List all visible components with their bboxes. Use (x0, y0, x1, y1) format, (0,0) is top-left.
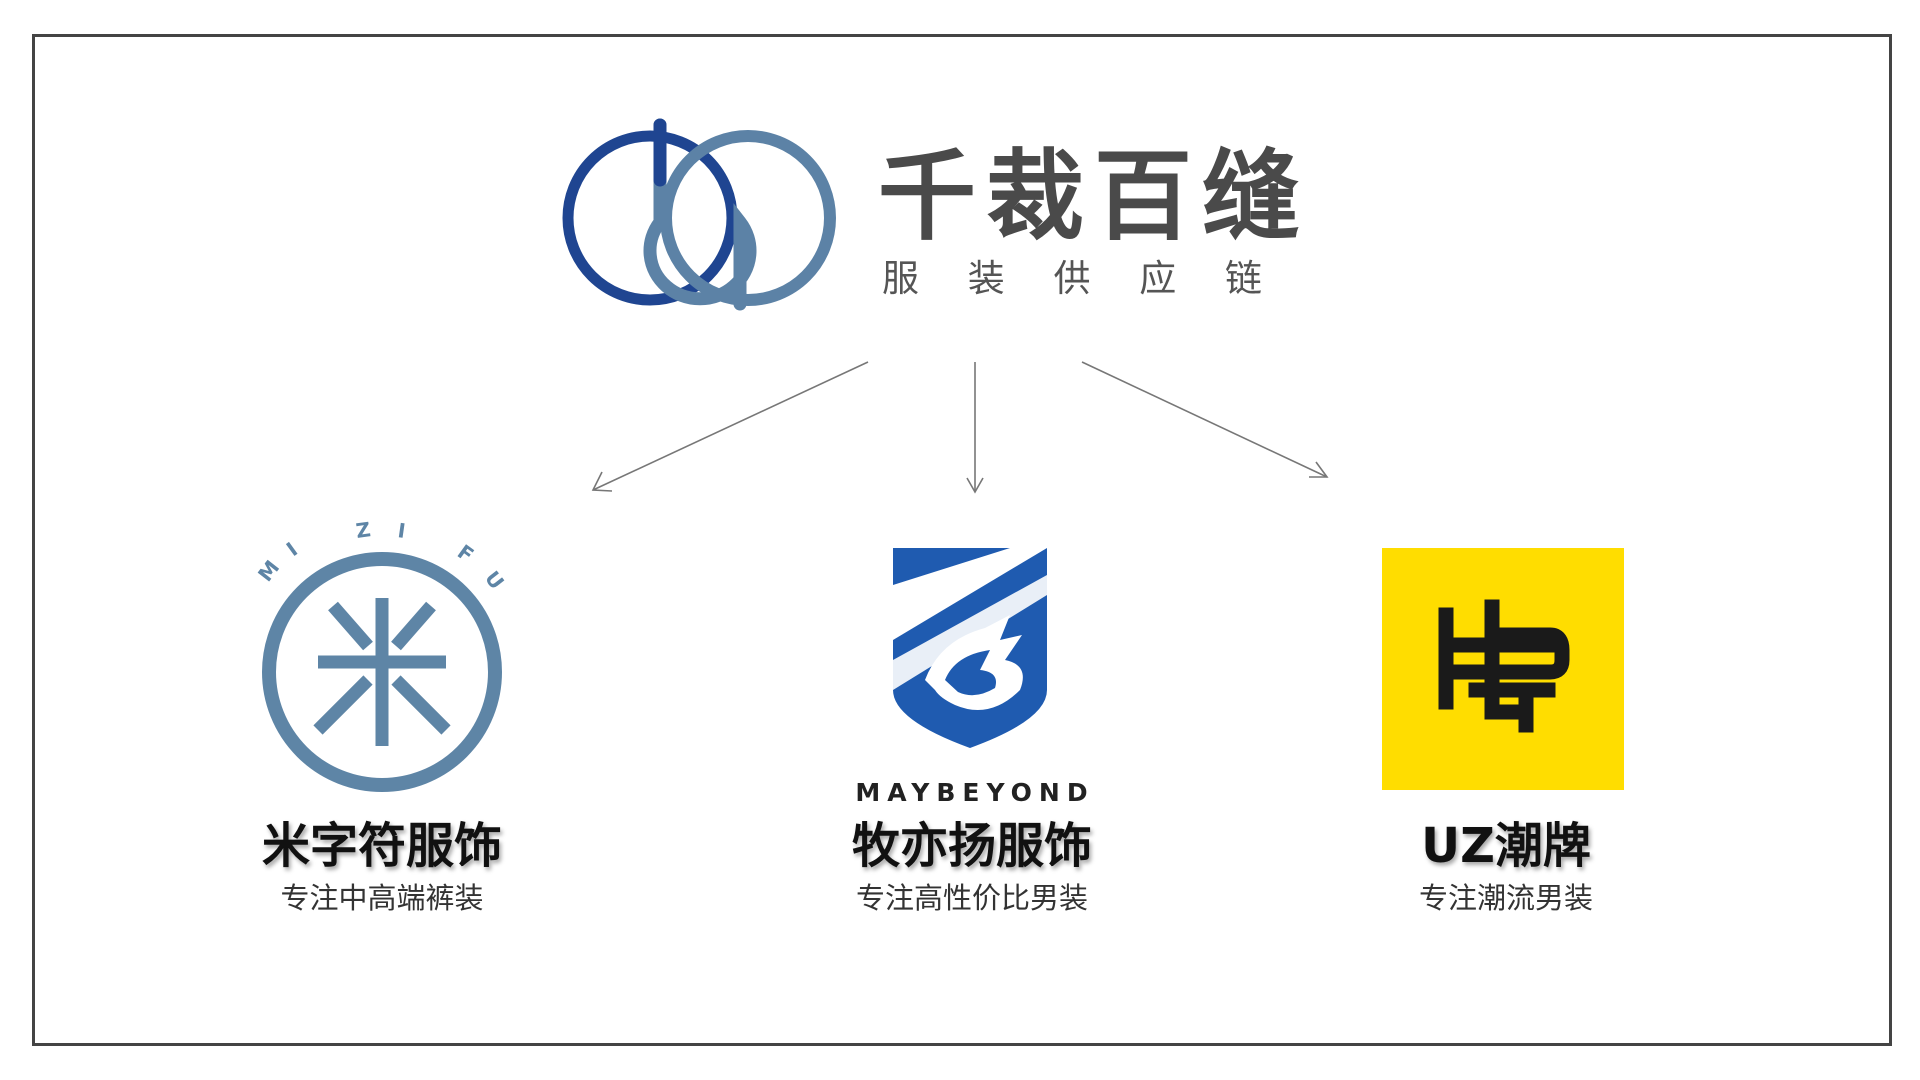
brand-name-mizifu: 米字符服饰 (261, 818, 502, 874)
svg-text:U: U (480, 566, 509, 594)
subtitle-char: 服 (882, 257, 919, 300)
svg-text:I: I (282, 537, 302, 561)
parent-brand-name: 千裁百缝 (878, 140, 1311, 254)
subtitle-char: 链 (1225, 257, 1262, 300)
uz-logo-icon (1382, 548, 1624, 790)
svg-text:I: I (396, 518, 407, 543)
slide-frame (32, 34, 1892, 1046)
brand-desc-mizifu: 专注中高端裤装 (280, 881, 484, 915)
subtitle-char: 供 (1053, 257, 1091, 300)
brand-name-uz: UZ潮牌 (1421, 818, 1591, 874)
subtitle-char: 装 (967, 257, 1005, 300)
svg-text:M: M (253, 556, 284, 586)
arrow-middle-icon (966, 362, 984, 494)
svg-text:Z: Z (354, 517, 372, 543)
arrow-left-icon (591, 361, 869, 492)
parent-logo-icon (562, 118, 836, 311)
maybeyond-logo-lettering: MAYBEYOND (855, 778, 1095, 807)
arrow-right-icon (1081, 361, 1329, 478)
brand-desc-maybeyond: 专注高性价比男装 (855, 881, 1088, 915)
parent-brand-subtitle: 服 装 供 应 链 (882, 260, 1262, 297)
subtitle-char: 应 (1139, 257, 1177, 300)
brand-desc-uz: 专注潮流男装 (1418, 881, 1593, 915)
mizifu-logo-icon (262, 552, 502, 792)
svg-text:F: F (453, 540, 478, 567)
brand-name-maybeyond: 牧亦扬服饰 (851, 818, 1092, 874)
maybeyond-logo-icon (893, 548, 1047, 748)
